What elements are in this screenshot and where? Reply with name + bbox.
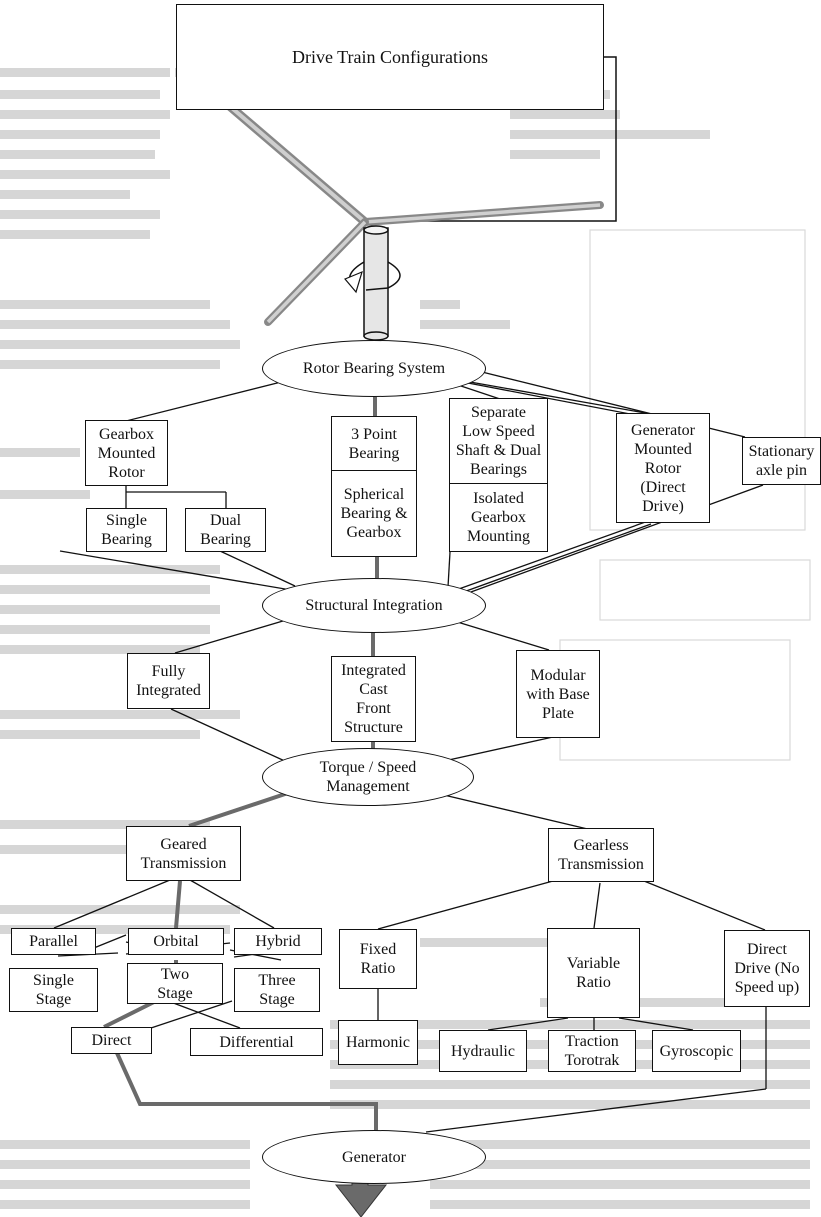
single-bearing-label: Single Bearing bbox=[101, 512, 152, 548]
single-bearing-box: Single Bearing bbox=[86, 508, 167, 552]
orbital-label: Orbital bbox=[153, 933, 199, 950]
geared-transmission-box: Geared Transmission bbox=[126, 826, 241, 881]
harmonic-box: Harmonic bbox=[338, 1020, 418, 1065]
title-box: Drive Train Configurations bbox=[176, 4, 604, 110]
dual-bearing-label: Dual Bearing bbox=[200, 512, 251, 548]
structural-integration-label: Structural Integration bbox=[305, 597, 443, 614]
modular-base-plate-box: Modular with Base Plate bbox=[516, 650, 600, 738]
highlight-path-geared bbox=[103, 880, 378, 1135]
harmonic-label: Harmonic bbox=[346, 1034, 410, 1051]
torque-speed-management-node: Torque / Speed Management bbox=[262, 748, 474, 806]
variable-ratio-label: Variable Ratio bbox=[566, 955, 621, 991]
generator-mounted-rotor-box: Generator Mounted Rotor (Direct Drive) bbox=[616, 413, 710, 523]
differential-box: Differential bbox=[190, 1028, 323, 1056]
direct-label: Direct bbox=[91, 1032, 132, 1049]
geared-transmission-label: Geared Transmission bbox=[140, 835, 227, 872]
variable-ratio-box: Variable Ratio bbox=[547, 928, 640, 1018]
page-title: Drive Train Configurations bbox=[292, 46, 488, 67]
gearbox-mounted-rotor-box: Gearbox Mounted Rotor bbox=[85, 420, 168, 486]
hydraulic-box: Hydraulic bbox=[439, 1030, 527, 1072]
two-stage-label: Two Stage bbox=[157, 965, 193, 1002]
separate-shaft-label: Separate Low Speed Shaft & Dual Bearings bbox=[455, 404, 542, 478]
traction-torotrak-box: Traction Torotrak bbox=[548, 1030, 636, 1072]
hybrid-box: Hybrid bbox=[234, 928, 322, 955]
fixed-ratio-label: Fixed Ratio bbox=[359, 941, 397, 977]
generator-mounted-rotor-label: Generator Mounted Rotor (Direct Drive) bbox=[631, 421, 695, 515]
title-leader bbox=[365, 56, 617, 222]
single-stage-label: Single Stage bbox=[33, 972, 74, 1008]
wind-turbine-icon bbox=[200, 80, 604, 341]
traction-torotrak-label: Traction Torotrak bbox=[564, 1033, 620, 1069]
direct-drive-box: Direct Drive (No Speed up) bbox=[724, 930, 810, 1007]
three-stage-label: Three Stage bbox=[258, 972, 296, 1008]
modular-base-plate-label: Modular with Base Plate bbox=[526, 666, 590, 722]
two-stage-box: Two Stage bbox=[127, 963, 223, 1004]
differential-label: Differential bbox=[219, 1033, 294, 1051]
gearbox-mounted-rotor-label: Gearbox Mounted Rotor bbox=[97, 425, 156, 481]
three-point-bearing-box: 3 Point Bearing bbox=[331, 416, 417, 471]
highlight-path-5 bbox=[188, 789, 295, 828]
three-point-bearing-label: 3 Point Bearing bbox=[348, 425, 400, 462]
three-stage-box: Three Stage bbox=[234, 968, 320, 1012]
parallel-box: Parallel bbox=[11, 928, 96, 955]
isolated-gearbox-box: Isolated Gearbox Mounting bbox=[449, 483, 548, 552]
hydraulic-label: Hydraulic bbox=[451, 1042, 515, 1060]
stationary-axle-label: Stationary axle pin bbox=[748, 443, 815, 479]
separate-shaft-box: Separate Low Speed Shaft & Dual Bearings bbox=[449, 398, 548, 484]
dual-bearing-box: Dual Bearing bbox=[185, 508, 266, 552]
structural-integration-node: Structural Integration bbox=[262, 578, 486, 633]
spherical-bearing-label: Spherical Bearing & Gearbox bbox=[340, 486, 408, 541]
gearless-connectors bbox=[377, 880, 767, 1133]
generator-node: Generator bbox=[262, 1130, 486, 1184]
fixed-ratio-box: Fixed Ratio bbox=[339, 929, 417, 989]
orbital-box: Orbital bbox=[128, 928, 224, 955]
torque-connectors bbox=[170, 708, 597, 832]
parallel-label: Parallel bbox=[29, 933, 78, 950]
torque-speed-management-label: Torque / Speed Management bbox=[319, 759, 417, 795]
stationary-axle-box: Stationary axle pin bbox=[742, 437, 821, 485]
rotor-bearing-system-label: Rotor Bearing System bbox=[302, 360, 446, 377]
single-stage-box: Single Stage bbox=[9, 968, 98, 1012]
gearless-transmission-label: Gearless Transmission bbox=[558, 837, 644, 873]
gyroscopic-label: Gyroscopic bbox=[659, 1042, 734, 1060]
rotor-bearing-system-node: Rotor Bearing System bbox=[262, 340, 486, 397]
integrated-cast-box: Integrated Cast Front Structure bbox=[331, 656, 416, 742]
direct-drive-label: Direct Drive (No Speed up) bbox=[734, 941, 800, 996]
generator-label: Generator bbox=[342, 1148, 406, 1166]
direct-box: Direct bbox=[71, 1027, 152, 1054]
integrated-cast-label: Integrated Cast Front Structure bbox=[341, 662, 406, 736]
hybrid-label: Hybrid bbox=[255, 933, 301, 950]
gyroscopic-box: Gyroscopic bbox=[652, 1030, 741, 1072]
gearless-transmission-box: Gearless Transmission bbox=[548, 828, 654, 882]
isolated-gearbox-label: Isolated Gearbox Mounting bbox=[466, 490, 531, 545]
fully-integrated-label: Fully Integrated bbox=[136, 663, 201, 699]
fully-integrated-box: Fully Integrated bbox=[127, 653, 210, 709]
spherical-bearing-box: Spherical Bearing & Gearbox bbox=[331, 470, 417, 557]
